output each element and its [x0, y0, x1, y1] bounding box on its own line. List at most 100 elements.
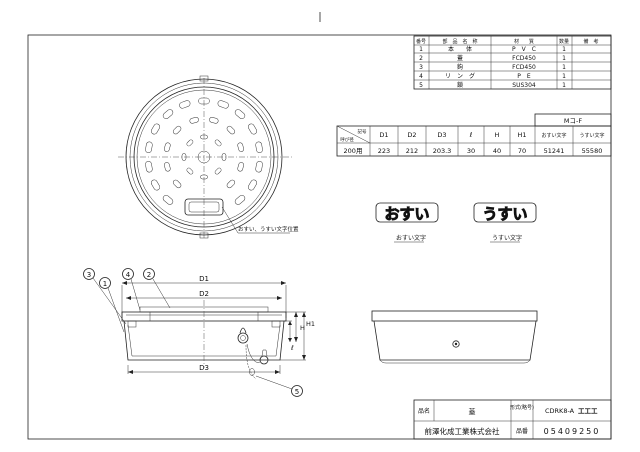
callout-balloon-5: 5	[255, 375, 303, 397]
dim-col-header: おすい文字	[541, 132, 566, 139]
cover-slot	[179, 100, 191, 109]
cover-slot	[200, 174, 208, 180]
dim-corner-top: 記号	[358, 128, 367, 135]
parts-col-number: 番号	[416, 38, 426, 45]
svg-text:4: 4	[126, 271, 131, 279]
dim-cell: 55580	[582, 147, 603, 155]
cover-slot	[226, 125, 236, 135]
dim-label-h: H	[300, 324, 305, 332]
cover-inner-edge	[136, 89, 272, 225]
callout-balloon-3: 3	[83, 268, 127, 325]
top-view: おすい、うすい文字位置	[118, 75, 299, 240]
cover-slot	[255, 160, 263, 173]
side-lock-hole	[452, 340, 460, 348]
cover-slot	[214, 139, 222, 147]
parts-row: 3 鉤 FCD450 1	[419, 63, 566, 71]
cover-slot	[172, 179, 182, 189]
parts-cell: 1	[562, 55, 566, 62]
callout-balloon-1: 1	[99, 277, 125, 333]
cover-slot	[237, 142, 244, 152]
cover-slot	[172, 125, 182, 135]
parts-cell: 1	[562, 82, 566, 89]
parts-cell: リ ン グ	[445, 72, 475, 80]
dim-group-header: Mコ-F	[564, 117, 582, 125]
parts-table: 番号 部 品 名 称 材 質 数量 備 考 1 本 体 P V C 1 2 蓋 …	[413, 35, 612, 90]
dim-cell: 51241	[544, 147, 565, 155]
parts-cell: 5	[419, 82, 423, 89]
dim-col-header: H1	[517, 131, 526, 139]
title-name-label: 品名	[418, 407, 430, 415]
dim-cell: 212	[406, 147, 418, 155]
label-plate-inner	[188, 201, 220, 213]
cover-slot	[234, 109, 246, 119]
callout-balloon-4: 4	[122, 268, 141, 311]
parts-cell: 2	[419, 55, 423, 62]
label-plate-outer	[184, 198, 224, 216]
parts-row: 4 リ ン グ P E 1	[419, 72, 566, 80]
dim-label-l: ℓ	[291, 344, 294, 352]
parts-cell: 1	[419, 46, 423, 53]
cover-slot	[162, 109, 174, 119]
dim-label-h1: H1	[306, 320, 315, 328]
cover-slot	[217, 100, 229, 109]
lug-left	[127, 320, 137, 328]
dim-label-d1: D1	[199, 275, 209, 283]
parts-cell: FCD450	[512, 64, 536, 71]
lug-right	[271, 320, 281, 328]
cover-slot	[164, 162, 171, 172]
cover-slot	[198, 97, 210, 105]
title-code-value: 05409250	[544, 427, 601, 436]
parts-col-qty: 数量	[559, 38, 569, 45]
cover-center-boss	[197, 150, 211, 164]
title-type-value: CDRK8-A	[545, 407, 575, 415]
dim-cell: 223	[378, 147, 390, 155]
parts-cell: 蓋	[457, 54, 463, 62]
chain-padlock	[237, 327, 269, 380]
outer-rim	[125, 78, 283, 236]
parts-row: 2 蓋 FCD450 1	[419, 54, 566, 62]
parts-cell: P E	[517, 73, 531, 80]
dim-col-header: D3	[437, 131, 446, 139]
badge-caption: うすい文字	[492, 234, 522, 242]
hinge-notch-bottom	[199, 232, 209, 239]
badge-caption: おすい文字	[396, 234, 426, 242]
dim-cell: 40	[493, 147, 501, 155]
side-view	[371, 310, 538, 364]
cover-slot	[145, 160, 153, 173]
cover-slot	[186, 167, 194, 175]
cover-slot	[221, 153, 227, 161]
cover-slot	[226, 179, 236, 189]
parts-row: 5 鎖 SUS304 1	[419, 81, 566, 89]
parts-cell: 3	[419, 64, 423, 71]
cover-slot-pattern	[145, 97, 263, 205]
side-cover	[371, 310, 538, 322]
cover-slot	[255, 141, 263, 154]
cover-slot	[200, 134, 208, 140]
dim-col-header: ℓ	[470, 131, 473, 139]
parts-row: 1 本 体 P V C 1	[419, 45, 566, 53]
cover-slot	[186, 139, 194, 147]
cover-slot	[248, 179, 257, 191]
dim-col-header: うすい文字	[579, 132, 604, 139]
cover-slot	[248, 123, 257, 135]
cover-slot	[209, 117, 219, 124]
title-code-label: 品番	[516, 428, 528, 435]
cover-slot	[234, 195, 246, 205]
dim-corner-bottom: 呼び径	[340, 136, 354, 143]
dim-cell: 30	[467, 147, 475, 155]
label-leader	[221, 206, 239, 234]
parts-cell: 鎖	[457, 81, 463, 89]
badge-text: おすい	[384, 205, 429, 223]
svg-text:2: 2	[147, 271, 151, 279]
title-type-label: 形式(略号)	[510, 404, 534, 411]
parts-col-note: 備 考	[583, 38, 598, 45]
dim-col-header: D2	[407, 131, 416, 139]
title-company: 前澤化成工業株式会社	[425, 426, 500, 436]
cover-slot	[181, 153, 187, 161]
parts-cell: 1	[562, 46, 566, 53]
dim-col-header: D1	[379, 131, 388, 139]
title-block: 品名 蓋 形式(略号) CDRK8-A 工工工 前澤化成工業株式会社 品番 05…	[413, 399, 612, 440]
dim-cell: 200用	[344, 147, 363, 155]
side-body	[373, 320, 537, 361]
dim-col-header: H	[495, 131, 500, 139]
